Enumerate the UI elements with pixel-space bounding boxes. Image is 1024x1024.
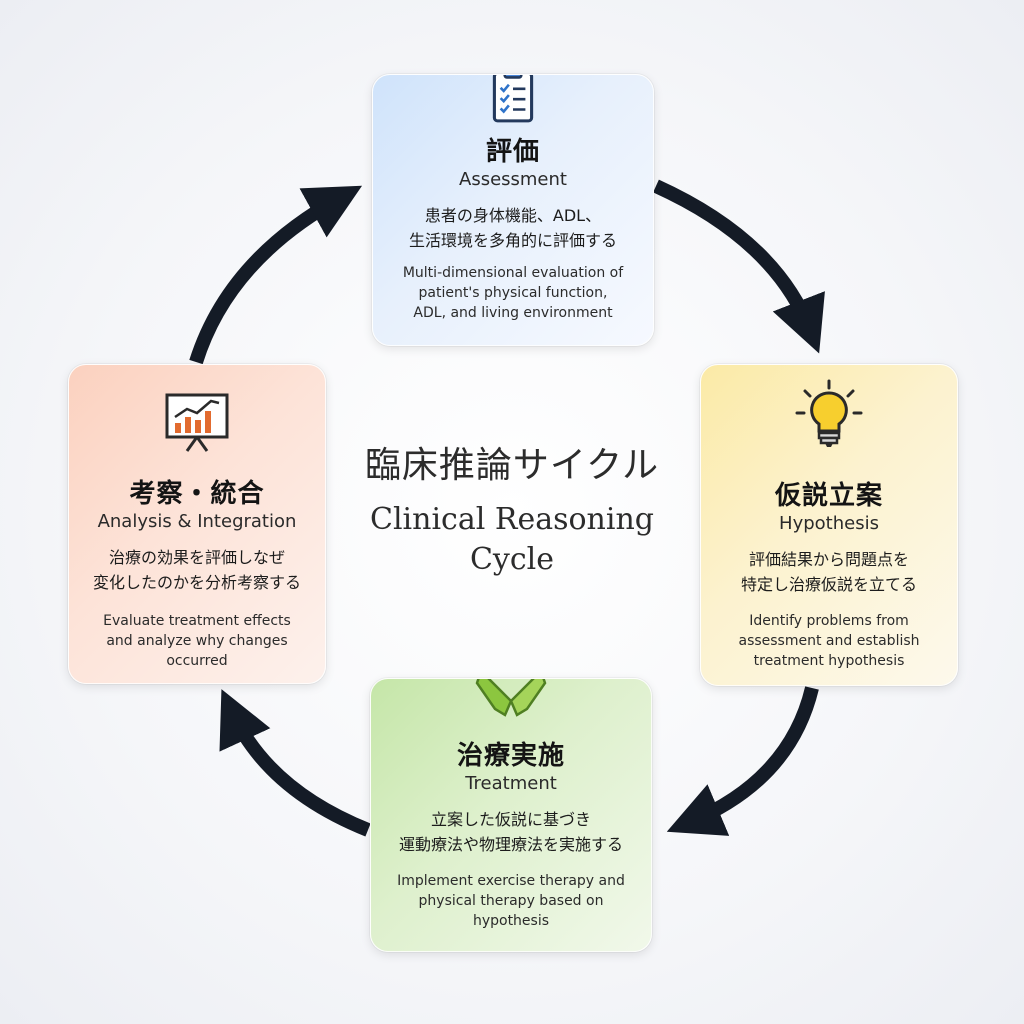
step-title-en: Analysis & Integration bbox=[97, 511, 297, 532]
step-title-en: Assessment bbox=[459, 169, 567, 190]
step-title-en: Hypothesis bbox=[779, 513, 879, 534]
cycle-title-en: Clinical Reasoning Cycle bbox=[369, 502, 654, 577]
presentation-chart-icon bbox=[165, 393, 229, 452]
step-desc-jp: 評価結果から問題点を特定し治療仮説を立てる bbox=[740, 550, 917, 594]
cycle-title: 臨床推論サイクル Clinical Reasoning Cycle bbox=[330, 440, 694, 580]
hands-icon bbox=[475, 679, 547, 717]
step-card-analysis: 考察・統合 Analysis & Integration 治療の効果を評価しなぜ… bbox=[68, 364, 326, 684]
arrow-analysis-to-assessment bbox=[189, 185, 363, 365]
step-card-hypothesis: 仮説立案 Hypothesis 評価結果から問題点を特定し治療仮説を立てる Id… bbox=[700, 364, 958, 686]
arrow-treatment-to-analysis bbox=[219, 689, 371, 837]
step-card-treatment: 治療実施 Treatment 立案した仮説に基づき運動療法や物理療法を実施する … bbox=[370, 678, 652, 952]
arrow-assessment-to-hypothesis bbox=[653, 179, 825, 354]
step-title-jp: 考察・統合 bbox=[129, 479, 265, 509]
step-title-jp: 治療実施 bbox=[456, 741, 565, 771]
step-desc-jp: 立案した仮説に基づき運動療法や物理療法を実施する bbox=[398, 810, 623, 854]
step-title-jp: 評価 bbox=[485, 137, 540, 167]
clipboard-checklist-icon bbox=[492, 75, 534, 123]
step-desc-jp: 患者の身体機能、ADL、生活環境を多角的に評価する bbox=[408, 206, 617, 250]
arrow-hypothesis-to-treatment bbox=[666, 686, 819, 836]
step-desc-jp: 治療の効果を評価しなぜ変化したのかを分析考察する bbox=[92, 548, 301, 592]
step-title-jp: 仮説立案 bbox=[774, 481, 883, 511]
step-card-assessment: 評価 Assessment 患者の身体機能、ADL、生活環境を多角的に評価する … bbox=[372, 74, 654, 346]
step-title-en: Treatment bbox=[465, 773, 557, 794]
lightbulb-icon bbox=[795, 379, 863, 447]
cycle-title-jp: 臨床推論サイクル bbox=[364, 445, 660, 486]
